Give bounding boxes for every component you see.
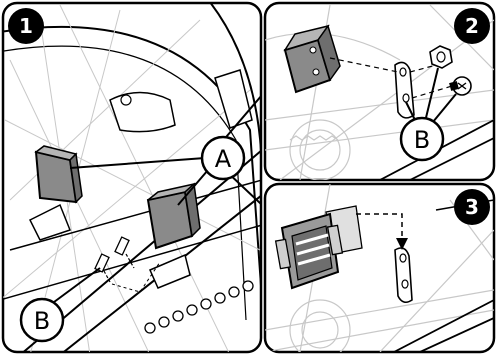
callout-a-label: A: [215, 145, 232, 173]
callout-b-panel-1: B: [21, 299, 63, 341]
step-badge-1: 1: [8, 8, 44, 44]
nut: [430, 46, 452, 68]
callout-b-panel-2: B: [401, 118, 443, 160]
callout-a: A: [202, 137, 244, 179]
step-number-2: 2: [465, 14, 479, 38]
step-badge-2: 2: [454, 8, 490, 44]
step-number-1: 1: [19, 14, 33, 38]
panel-1: 1 A B: [0, 0, 262, 355]
step-number-3: 3: [465, 195, 479, 219]
panel-2: 2 B: [265, 3, 494, 180]
panel-3: 3: [265, 184, 494, 355]
step-badge-3: 3: [454, 189, 490, 225]
callout-b-label-1: B: [34, 307, 50, 335]
brake-pad-left: [36, 146, 82, 202]
callout-b-label-2: B: [414, 126, 430, 154]
